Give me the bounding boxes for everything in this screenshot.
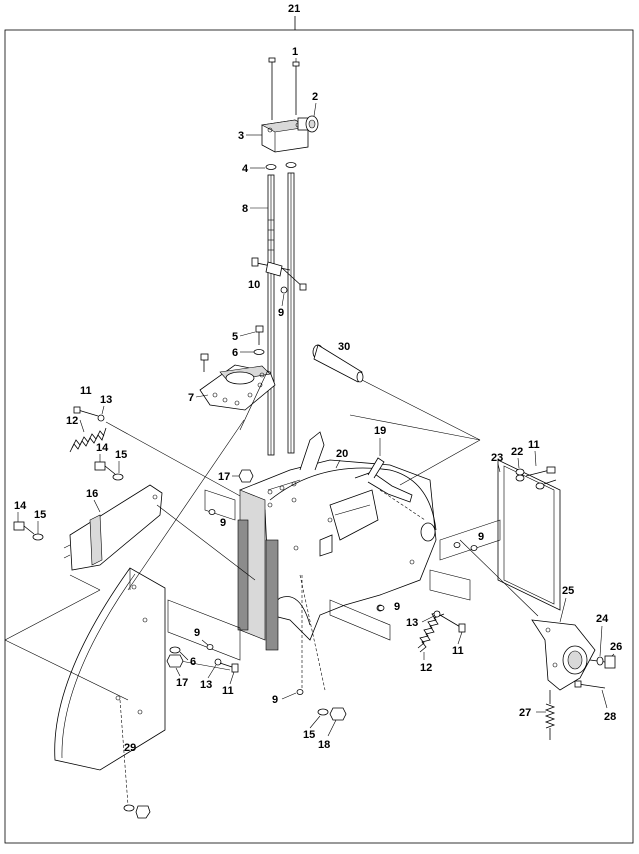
callout-17b: 17 bbox=[176, 677, 188, 689]
callout-4: 4 bbox=[242, 163, 249, 175]
callout-27: 27 bbox=[519, 707, 531, 719]
callout-18: 18 bbox=[318, 739, 330, 751]
callout-1: 1 bbox=[292, 46, 298, 58]
callout-14b: 14 bbox=[14, 500, 27, 512]
callout-9f: 9 bbox=[272, 694, 278, 706]
callout-13c: 13 bbox=[200, 679, 212, 691]
callout-15b: 15 bbox=[34, 509, 46, 521]
callout-3: 3 bbox=[238, 130, 244, 142]
callout-7: 7 bbox=[188, 392, 194, 404]
callout-11c: 11 bbox=[452, 645, 464, 657]
callout-11a: 11 bbox=[80, 385, 92, 397]
callout-13b: 13 bbox=[406, 617, 418, 629]
callout-12a: 12 bbox=[66, 415, 78, 427]
upper-post-assembly bbox=[251, 57, 319, 456]
guard-16 bbox=[63, 484, 163, 571]
callout-8: 8 bbox=[242, 203, 248, 215]
callout-11b: 11 bbox=[528, 439, 540, 451]
callout-9e: 9 bbox=[194, 627, 200, 639]
callout-2: 2 bbox=[312, 91, 318, 103]
callout-labels: 21 1 2 3 4 8 10 9 5 6 30 7 11 13 12 19 2… bbox=[14, 3, 622, 754]
callout-24: 24 bbox=[596, 613, 609, 625]
callout-14a: 14 bbox=[96, 442, 109, 454]
callout-26: 26 bbox=[610, 641, 622, 653]
main-housing bbox=[237, 431, 437, 651]
diagram-frame bbox=[4, 29, 634, 844]
exploded-guide-lines bbox=[4, 414, 501, 701]
guard-29 bbox=[54, 567, 166, 819]
callout-12b: 12 bbox=[420, 662, 432, 674]
callout-16: 16 bbox=[86, 488, 98, 500]
callout-9d: 9 bbox=[394, 601, 400, 613]
callout-6b: 6 bbox=[190, 656, 196, 668]
callout-30: 30 bbox=[338, 341, 350, 353]
callout-20: 20 bbox=[336, 448, 348, 460]
callout-13a: 13 bbox=[100, 394, 112, 406]
callout-19: 19 bbox=[374, 425, 386, 437]
callout-23: 23 bbox=[491, 452, 503, 464]
callout-9a: 9 bbox=[278, 307, 284, 319]
callout-5: 5 bbox=[232, 331, 238, 343]
callout-17a: 17 bbox=[218, 471, 230, 483]
callout-11d: 11 bbox=[222, 685, 234, 697]
fasteners bbox=[13, 457, 525, 721]
callout-10: 10 bbox=[248, 279, 260, 291]
callout-22: 22 bbox=[511, 446, 523, 458]
bracket-part bbox=[459, 539, 616, 740]
callout-25: 25 bbox=[562, 585, 574, 597]
callout-9b: 9 bbox=[220, 517, 226, 529]
callout-29: 29 bbox=[124, 742, 136, 754]
callout-28: 28 bbox=[604, 711, 616, 723]
callout-9c: 9 bbox=[478, 531, 484, 543]
callout-21: 21 bbox=[288, 3, 300, 15]
shaft-part bbox=[312, 344, 481, 441]
right-plate bbox=[497, 459, 561, 611]
callout-15c: 15 bbox=[303, 729, 315, 741]
callout-6a: 6 bbox=[232, 347, 238, 359]
callout-15a: 15 bbox=[115, 449, 127, 461]
hinge-assembly bbox=[199, 325, 276, 431]
